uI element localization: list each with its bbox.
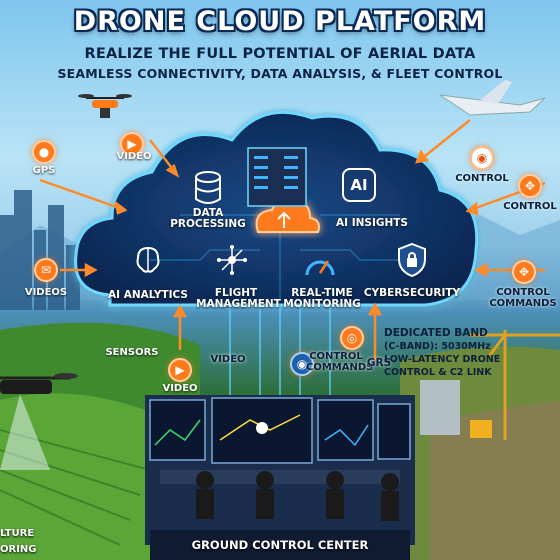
subtitle-secondary: SEAMLESS CONNECTIVITY, DATA ANALYSIS, & … bbox=[57, 66, 503, 81]
wireless-icon: ◉ bbox=[290, 352, 314, 376]
band-title: DEDICATED BAND bbox=[384, 327, 488, 339]
envelope-icon: ✉ bbox=[34, 258, 58, 282]
label-video-lower: VIDEO bbox=[162, 383, 198, 394]
ai-chip-icon: AI bbox=[342, 168, 376, 202]
header: DRONE CLOUD PLATFORM REALIZE THE FULL PO… bbox=[0, 0, 560, 92]
node-flight-management: FLIGHT MANAGEMENT bbox=[196, 287, 281, 311]
move-arrows-icon: ✥ bbox=[512, 260, 536, 284]
node-cybersecurity: CYBERSECURITY bbox=[363, 287, 461, 299]
shield-lock-icon bbox=[392, 240, 432, 280]
dedicated-band-info: DEDICATED BAND (C-BAND): 5030MHz LOW-LAT… bbox=[384, 327, 502, 378]
page-title: DRONE CLOUD PLATFORM bbox=[73, 6, 487, 37]
network-icon bbox=[212, 240, 252, 280]
satellite-icon: ◎ bbox=[340, 326, 364, 350]
video-icon: ▶ bbox=[168, 358, 192, 382]
edge-label-2: ORING bbox=[0, 544, 37, 555]
subtitle: REALIZE THE FULL POTENTIAL OF AERIAL DAT… bbox=[84, 46, 476, 62]
node-data-processing: DATA PROCESSING bbox=[170, 207, 246, 231]
ground-control-label: GROUND CONTROL CENTER bbox=[191, 538, 369, 552]
gps-pin-icon: ● bbox=[32, 140, 56, 164]
signal-icon: ◉ bbox=[470, 146, 494, 170]
label-sensors: SENSORS bbox=[105, 347, 159, 358]
label-grs: GRS bbox=[366, 357, 392, 369]
band-desc-2: CONTROL & C2 LINK bbox=[384, 367, 492, 378]
band-desc-1: LOW-LATENCY DRONE bbox=[384, 354, 501, 365]
database-icon bbox=[188, 168, 228, 208]
gauge-icon bbox=[300, 244, 340, 284]
ground-control-center bbox=[145, 395, 415, 560]
label-gps: GPS bbox=[32, 165, 56, 176]
label-video-center: VIDEO bbox=[210, 354, 246, 365]
label-video-top: VIDEO bbox=[116, 151, 152, 162]
label-videos-left: VIDEOS bbox=[24, 287, 68, 298]
move-arrows-icon: ✥ bbox=[518, 174, 542, 198]
video-camera-icon: ▶ bbox=[120, 132, 144, 156]
label-control-commands-right: CONTROL COMMANDS bbox=[489, 287, 557, 309]
node-ai-insights: AI INSIGHTS bbox=[336, 217, 408, 229]
brain-icon bbox=[128, 240, 168, 280]
server-rack bbox=[247, 147, 307, 207]
node-ai-analytics: AI ANALYTICS bbox=[108, 289, 188, 301]
band-frequency: (C-BAND): 5030MHz bbox=[384, 341, 491, 352]
label-control-right: CONTROL bbox=[503, 201, 557, 212]
edge-label-1: LTURE bbox=[0, 528, 35, 539]
label-control-right-top: CONTROL bbox=[455, 173, 509, 184]
label-control-commands-center: CONTROL COMMANDS bbox=[306, 351, 374, 373]
drone-icon bbox=[78, 94, 132, 118]
node-realtime-monitoring: REAL-TIME MONITORING bbox=[283, 287, 361, 311]
